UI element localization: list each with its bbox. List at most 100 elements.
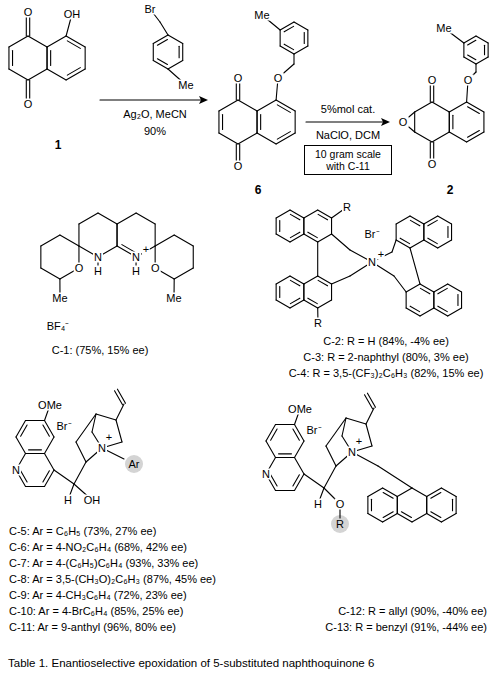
catalyst-caption: C-3: R = 2-naphthyl (80%, 3% ee) (302, 352, 469, 363)
bond-line (284, 26, 293, 31)
bond-line (368, 488, 383, 497)
bond-line (256, 111, 257, 133)
bond-line (396, 240, 410, 248)
bond-line (396, 216, 410, 224)
bond-line (303, 218, 304, 234)
bond-line (484, 45, 485, 55)
bond-line (47, 36, 66, 47)
bond-line (280, 22, 294, 30)
bond-line (420, 308, 434, 316)
bond-line (293, 54, 294, 64)
bond-line (427, 514, 442, 523)
bond-line (74, 462, 86, 484)
bond-line (29, 449, 42, 450)
atom-label: O (150, 263, 161, 274)
arrow-head (199, 96, 208, 104)
bond-line (16, 421, 26, 437)
bond-line (368, 514, 383, 523)
atom-label: OMe (287, 404, 313, 415)
bond-line (449, 102, 466, 112)
bond-line (276, 234, 290, 242)
atom-label: Me (177, 80, 194, 91)
bond-line (318, 214, 327, 219)
bond-line (96, 414, 116, 420)
bond-line (257, 111, 258, 133)
atom-label: N (261, 469, 271, 480)
bond-line (332, 234, 350, 250)
catalyst-caption: C-8: Ar = 3,5-(CH₃O)₂C₆H₃ (87%, 45% ee) (8, 574, 217, 585)
atom-label: R (313, 318, 323, 329)
bond-line (294, 46, 308, 54)
bond-line (168, 35, 183, 44)
bond-line (396, 224, 397, 240)
bond-line (326, 446, 336, 466)
bond-line (157, 59, 167, 65)
bond-line (397, 497, 398, 514)
bond-line (157, 39, 167, 45)
bond-line (434, 308, 448, 316)
bond-line (117, 213, 136, 224)
bond-line (433, 292, 434, 308)
bond-line (326, 418, 346, 446)
bond-line (318, 280, 327, 285)
bond-line (365, 395, 373, 409)
bond-line (447, 227, 448, 238)
bond-line (16, 437, 26, 453)
bond-line (427, 488, 442, 497)
atom-label: N (131, 252, 141, 263)
highlight-circle (331, 515, 349, 533)
atom-label: N (93, 252, 103, 263)
bond-line (367, 393, 375, 407)
atom-label: H (63, 495, 73, 506)
bond-line (397, 488, 412, 497)
bond-line (410, 306, 419, 311)
bond-line (116, 420, 122, 442)
bond-line (438, 216, 452, 224)
bond-line (476, 36, 488, 43)
bond-line (303, 284, 304, 300)
bond-line (41, 268, 60, 279)
bond-line (428, 238, 437, 243)
bond-line (431, 512, 441, 518)
bond-line (21, 471, 27, 482)
bond-line (304, 33, 305, 44)
bond-line (452, 499, 453, 511)
box-text: 10 gram scale with C-11 (315, 148, 381, 172)
bond-line (290, 298, 299, 303)
bond-line (378, 466, 412, 488)
bond-line (318, 210, 332, 218)
bond-line (290, 300, 304, 308)
bond-line (304, 234, 318, 242)
bond-line (306, 121, 384, 122)
bond-line (293, 429, 299, 440)
bond-line (431, 492, 441, 498)
bond-line (47, 69, 66, 80)
bond-line (8, 47, 9, 69)
counterion-label: Br⁻ (364, 229, 381, 240)
atom-label: Me (165, 293, 182, 304)
bond-line (182, 44, 183, 61)
bond-line (46, 47, 47, 69)
bond-line (280, 46, 294, 54)
bond-line (238, 100, 257, 111)
bond-line (433, 292, 434, 308)
bond-line (179, 46, 180, 58)
bond-line (136, 213, 155, 224)
bond-line (464, 36, 476, 43)
atom-label: O (427, 75, 438, 86)
catalyst-caption: C-6: Ar = 4-NO₂C₆H₄ (68%, 42% ee) (8, 542, 188, 553)
bond-line (294, 22, 308, 30)
bond-line (290, 232, 299, 237)
bond-line (464, 57, 476, 64)
bond-line (295, 425, 305, 441)
atom-label: OH (63, 9, 82, 20)
bond-line (28, 69, 47, 80)
catalyst-caption: C-1: (75%, 15% ee) (51, 345, 150, 356)
bond-line (424, 240, 438, 248)
bond-line (260, 115, 261, 130)
bond-line (434, 284, 448, 292)
bond-line (174, 268, 193, 279)
bond-line (293, 475, 299, 486)
bond-line (366, 424, 372, 446)
